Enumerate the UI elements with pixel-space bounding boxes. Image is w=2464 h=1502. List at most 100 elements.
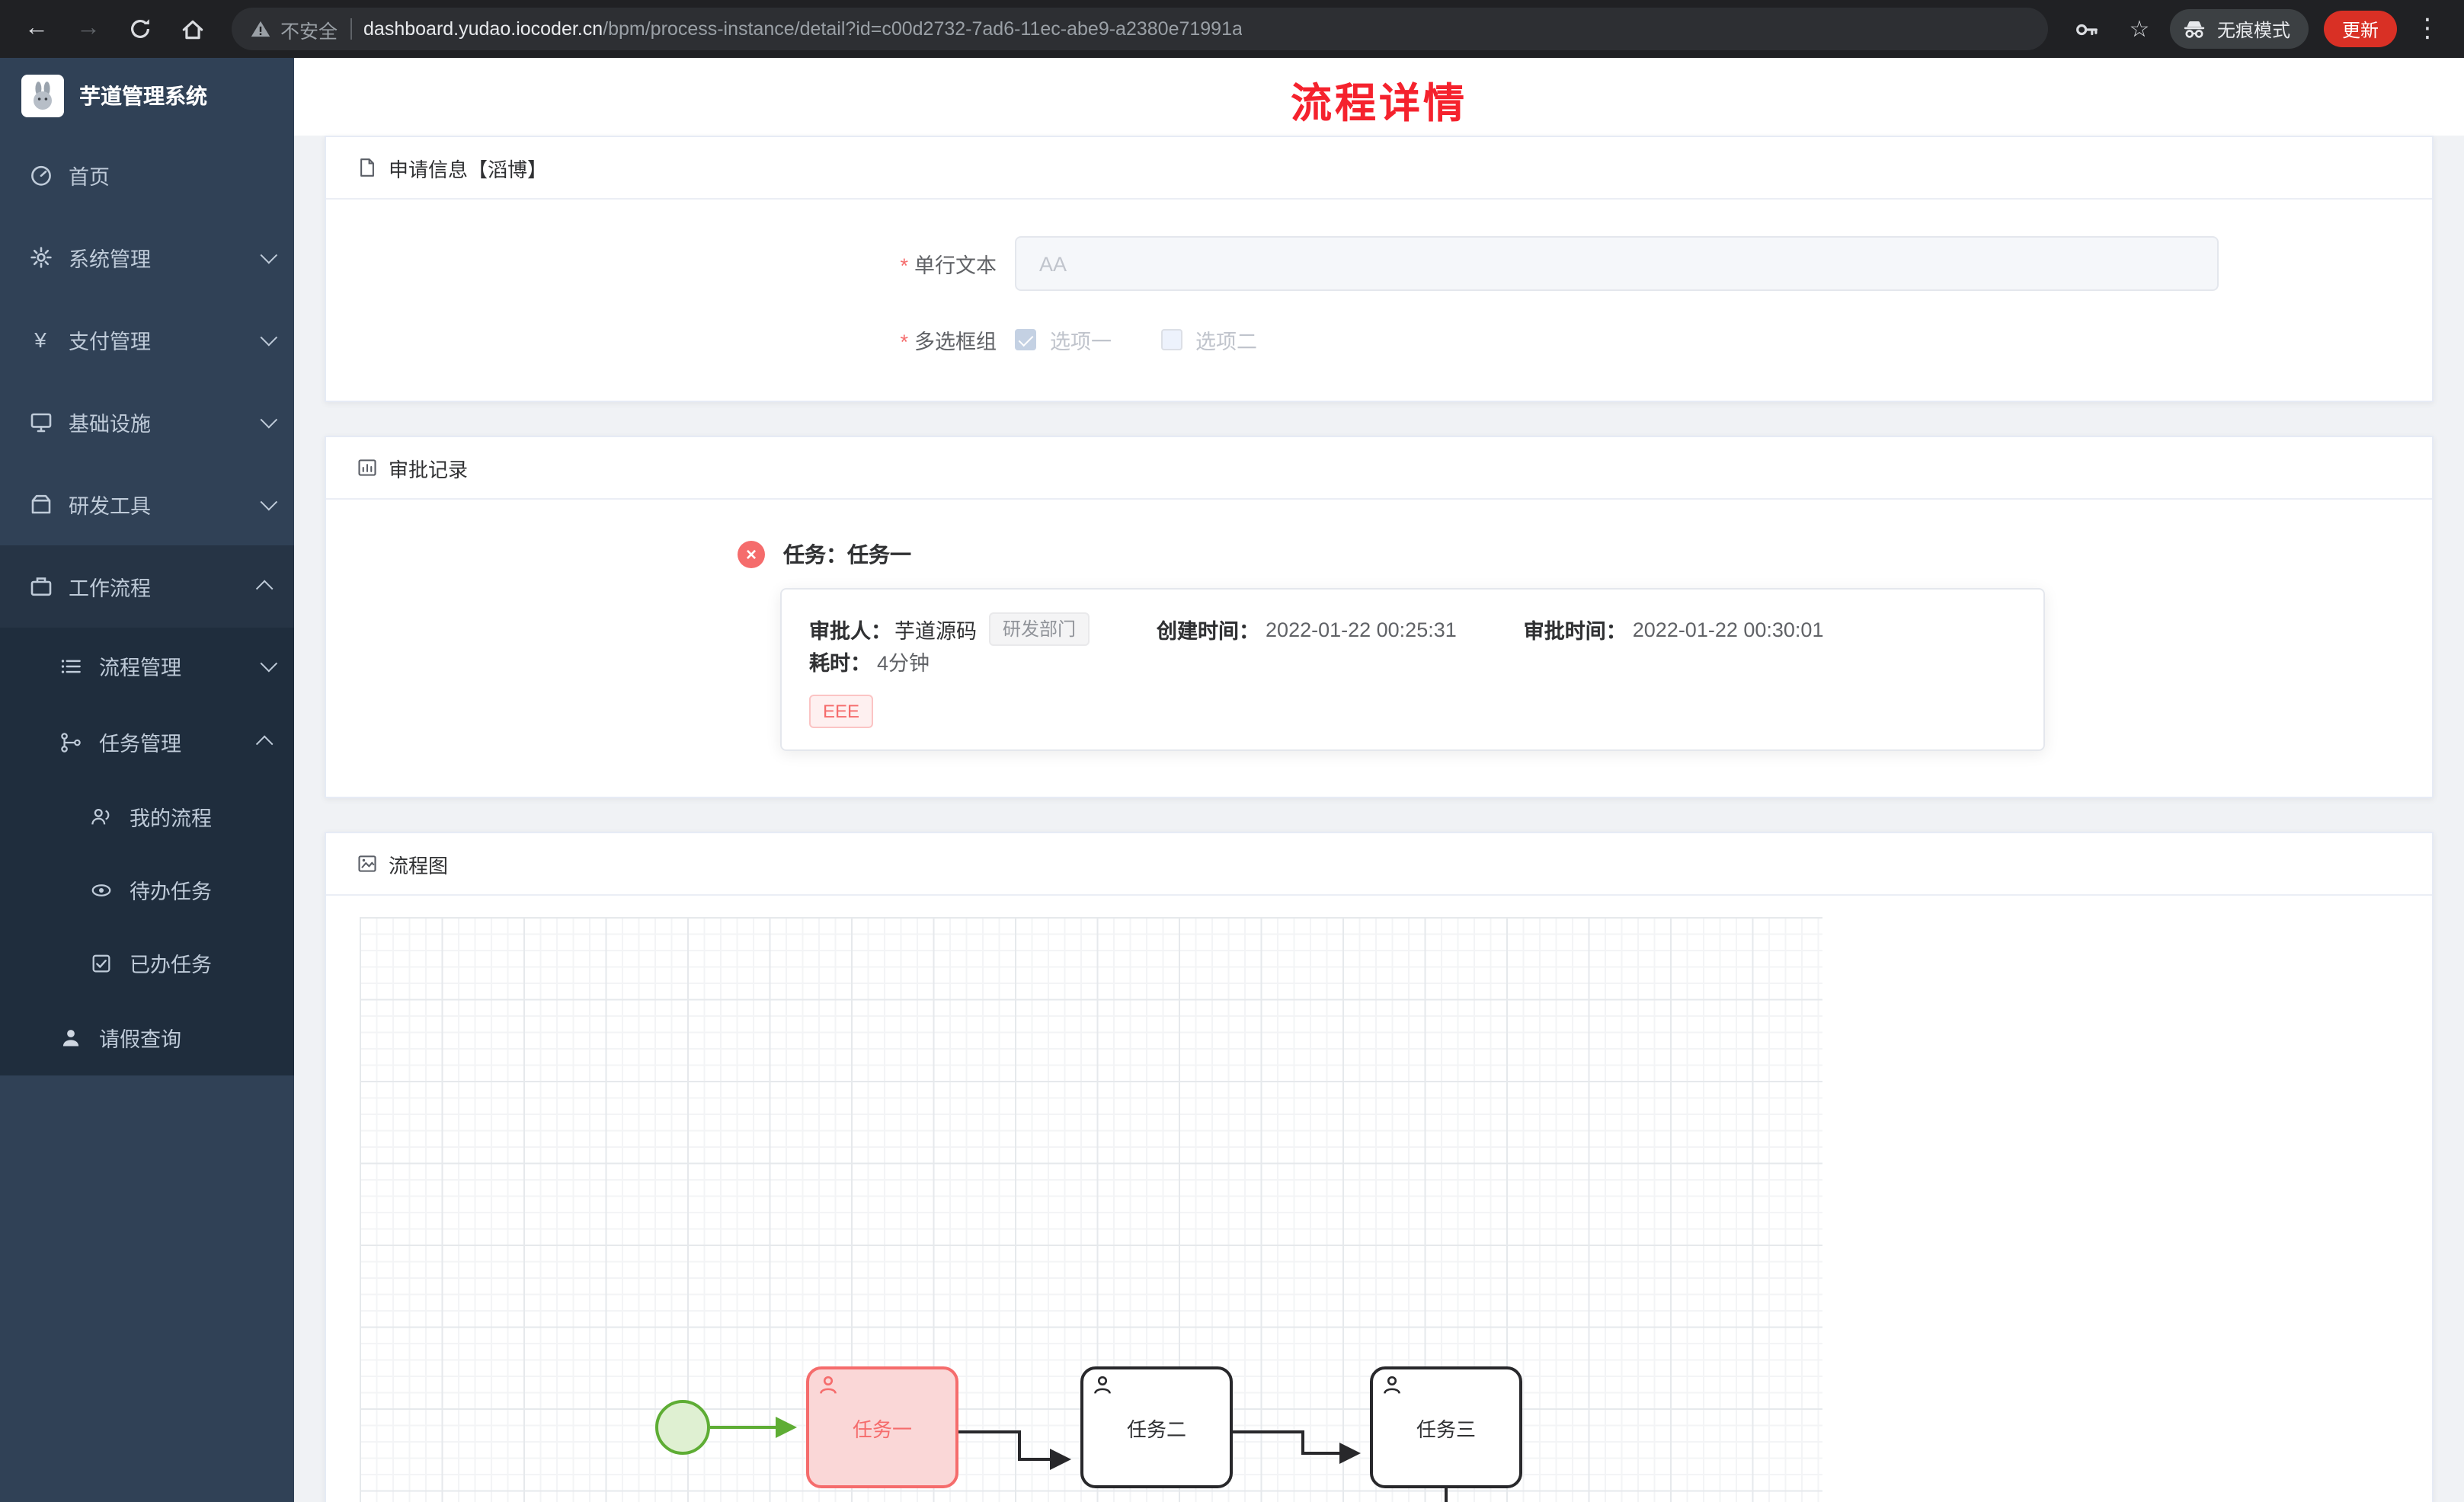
- dashboard-icon: [27, 163, 53, 187]
- timeline-item: × 任务：任务一: [738, 539, 2432, 570]
- sidebar-item-label: 请假查询: [99, 1028, 181, 1051]
- url-host: dashboard.yudao.iocoder.cn: [363, 18, 603, 40]
- sidebar-item-label: 已办任务: [130, 954, 212, 976]
- sidebar-item-label: 待办任务: [130, 880, 212, 903]
- chevron-up-icon: [255, 580, 274, 598]
- diagram-icon: [358, 855, 376, 872]
- sidebar-item-label: 流程管理: [99, 657, 181, 679]
- home-icon: [181, 19, 203, 39]
- task-node-3[interactable]: 任务三: [1370, 1366, 1522, 1488]
- page-title: 流程详情: [1291, 81, 1467, 126]
- required-asterisk: *: [900, 254, 908, 277]
- task-node-label: 任务一: [852, 1417, 912, 1440]
- checkbox-unchecked-icon: [1160, 329, 1182, 350]
- sidebar-item-label: 首页: [69, 166, 110, 189]
- refresh-icon: [131, 19, 149, 38]
- task-node-label: 任务三: [1416, 1417, 1476, 1440]
- checkbox-option-1[interactable]: 选项一: [1015, 324, 1112, 355]
- logo-image: [21, 75, 64, 117]
- incognito-label: 无痕模式: [2216, 19, 2290, 40]
- sidebar-item-task-management[interactable]: 任务管理: [0, 704, 294, 780]
- sidebar-item-system-management[interactable]: 系统管理: [0, 216, 294, 299]
- key-icon[interactable]: [2066, 8, 2109, 50]
- chevron-down-icon: [260, 246, 278, 264]
- dev-tools-icon: [27, 492, 53, 516]
- single-line-text-input[interactable]: [1015, 236, 2219, 291]
- approved-time: 2022-01-22 00:30:01: [1632, 618, 1824, 641]
- sidebar-item-label: 系统管理: [69, 248, 151, 271]
- apply-info-card-header: 申请信息【滔博】: [326, 137, 2432, 200]
- browser-toolbar: ← → 不安全 dashboard.yudao.iocoder.cn/bpm/p…: [0, 0, 2464, 58]
- my-process-icon: [88, 805, 114, 828]
- sidebar-item-my-process[interactable]: 我的流程: [0, 780, 294, 853]
- sidebar-item-payment-management[interactable]: ¥ 支付管理: [0, 299, 294, 381]
- card-title: 审批记录: [389, 458, 469, 481]
- process-management-icon: [58, 654, 84, 677]
- user-task-icon: [1384, 1376, 1400, 1394]
- document-icon: [360, 158, 374, 177]
- home-button[interactable]: [171, 8, 213, 50]
- sidebar-item-todo-tasks[interactable]: 待办任务: [0, 853, 294, 926]
- sidebar-item-home[interactable]: 首页: [0, 134, 294, 216]
- form-row-single-line-text: * 单行文本: [326, 236, 2432, 291]
- user-task-icon: [820, 1376, 837, 1394]
- browser-menu-button[interactable]: ⋮: [2414, 14, 2440, 43]
- bpmn-canvas[interactable]: 任务一 任务二: [360, 917, 1822, 1502]
- checkbox-option-2[interactable]: 选项二: [1160, 324, 1257, 355]
- checkbox-checked-icon: [1015, 329, 1036, 350]
- url-path: /bpm/process-instance/detail?id=c00d2732…: [603, 18, 1243, 40]
- address-bar[interactable]: 不安全 dashboard.yudao.iocoder.cn/bpm/proce…: [232, 8, 2048, 50]
- user-task-icon: [1094, 1376, 1111, 1394]
- forward-button[interactable]: →: [76, 15, 101, 41]
- sidebar-item-label: 基础设施: [69, 413, 151, 436]
- sidebar-item-leave-query[interactable]: 请假查询: [0, 999, 294, 1075]
- task-management-icon: [58, 730, 84, 753]
- sidebar-item-label: 任务管理: [99, 733, 181, 756]
- required-asterisk: *: [900, 331, 908, 353]
- key-glyph-icon: [2077, 23, 2098, 35]
- sidebar-item-infrastructure[interactable]: 基础设施: [0, 381, 294, 463]
- duration-label: 耗时：: [809, 652, 871, 675]
- approver-label: 审批人：: [809, 620, 891, 643]
- checkbox-label: 选项二: [1195, 331, 1257, 353]
- created-group: 创建时间： 2022-01-22 00:25:31: [1157, 614, 1457, 644]
- sidebar-item-dev-tools[interactable]: 研发工具: [0, 463, 294, 545]
- back-button[interactable]: ←: [24, 15, 49, 41]
- task-node-label: 任务二: [1126, 1417, 1186, 1440]
- approval-timeline: × 任务：任务一 审批人： 芋道源码 研发部门 创建时间：: [326, 500, 2432, 797]
- approver-group: 审批人： 芋道源码 研发部门: [809, 612, 1090, 646]
- workflow-icon: [27, 574, 53, 599]
- field-label-text: 单行文本: [914, 254, 997, 277]
- content-header: 流程详情: [294, 58, 2464, 136]
- duration-group: 耗时： 4分钟: [809, 646, 930, 676]
- approver-name: 芋道源码: [894, 620, 977, 643]
- gear-icon: [27, 245, 53, 270]
- warning-icon: [251, 21, 270, 37]
- apply-info-card: 申请信息【滔博】 *单行文本 *多选框组: [325, 136, 2434, 402]
- process-diagram-card-header: 流程图: [326, 833, 2432, 896]
- task-node-2[interactable]: 任务二: [1080, 1366, 1233, 1488]
- security-label: 不安全: [280, 21, 338, 42]
- bookmark-star-icon[interactable]: ☆: [2129, 17, 2150, 43]
- chevron-down-icon: [260, 493, 278, 511]
- sidebar-item-label: 工作流程: [69, 577, 151, 600]
- apply-form: *单行文本 *多选框组 选项一: [326, 200, 2432, 401]
- app-logo[interactable]: 芋道管理系统: [0, 58, 294, 134]
- infrastructure-icon: [27, 410, 53, 434]
- main-content: 流程详情 申请信息【滔博】 * 单行文本: [294, 58, 2464, 1502]
- form-row-checkbox-group: *多选框组 选项一 选项二: [326, 324, 2432, 355]
- incognito-icon: [2184, 21, 2205, 38]
- sidebar-item-workflow[interactable]: 工作流程: [0, 545, 294, 628]
- duration-value: 4分钟: [877, 652, 930, 675]
- refresh-button[interactable]: [119, 8, 162, 50]
- sidebar-item-done-tasks[interactable]: 已办任务: [0, 926, 294, 999]
- task-node-1[interactable]: 任务一: [806, 1366, 958, 1488]
- approved-group: 审批时间： 2022-01-22 00:30:01: [1524, 614, 1824, 644]
- workflow-submenu: 流程管理 任务管理 我的流程: [0, 628, 294, 1075]
- start-event-node[interactable]: [655, 1400, 710, 1455]
- update-button[interactable]: 更新: [2323, 11, 2397, 47]
- sidebar-item-process-management[interactable]: 流程管理: [0, 628, 294, 704]
- field-label: * 单行文本: [326, 248, 1015, 279]
- approval-detail-card: 审批人： 芋道源码 研发部门 创建时间： 2022-01-22 00:25:31…: [780, 588, 2045, 751]
- chevron-down-icon: [260, 411, 278, 429]
